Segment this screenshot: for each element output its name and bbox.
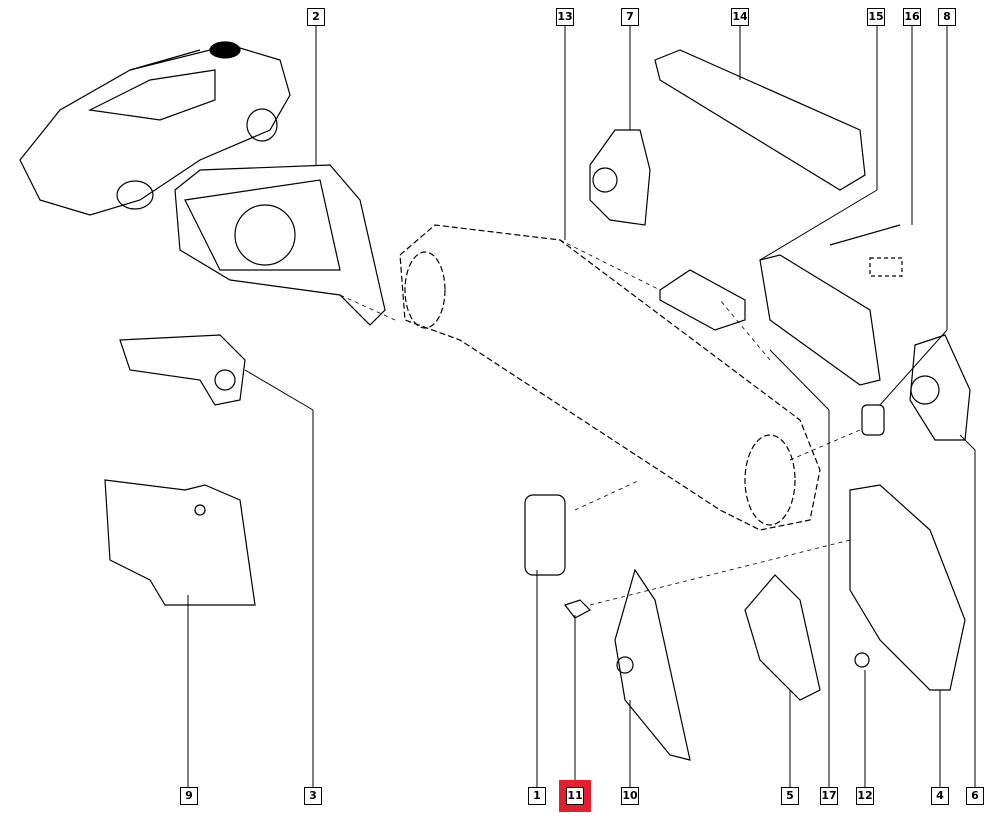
callout-part-4[interactable]: 4: [931, 787, 949, 805]
callout-part-12[interactable]: 12: [856, 787, 874, 805]
part-16-screw: [829, 224, 903, 277]
part-1-reflector: [524, 494, 566, 576]
part-11-clip: [564, 599, 591, 619]
car-illustration: [19, 41, 291, 216]
callout-part-2[interactable]: 2: [307, 8, 325, 26]
callout-part-17[interactable]: 17: [820, 787, 838, 805]
part-9-panel: [104, 479, 256, 606]
callout-part-5[interactable]: 5: [781, 787, 799, 805]
part-3-bulb-holder: [119, 334, 246, 406]
callout-part-8[interactable]: 8: [938, 8, 956, 26]
callout-part-1[interactable]: 1: [528, 787, 546, 805]
callout-part-13[interactable]: 13: [556, 8, 574, 26]
bumper-body: [399, 224, 821, 531]
part-5-bulb-holder: [744, 574, 821, 701]
part-7-lamp: [589, 129, 651, 226]
part-10-panel: [614, 568, 691, 761]
callout-part-6[interactable]: 6: [966, 787, 984, 805]
part-12-nut: [854, 652, 870, 668]
callout-part-3[interactable]: 3: [304, 787, 322, 805]
callout-part-16[interactable]: 16: [903, 8, 921, 26]
part-14-third-brake-light: [654, 49, 866, 191]
callout-part-9[interactable]: 9: [180, 787, 198, 805]
part-8-bulb: [861, 404, 885, 436]
callout-part-10[interactable]: 10: [621, 787, 639, 805]
part-15-plate: [759, 254, 881, 386]
part-4-tail-lamp: [849, 484, 966, 691]
callout-part-14[interactable]: 14: [731, 8, 749, 26]
part-2-lamp: [174, 164, 386, 326]
callout-part-11-highlighted[interactable]: 11: [559, 780, 591, 812]
part-6-side-lamp: [909, 334, 971, 441]
callout-part-7[interactable]: 7: [621, 8, 639, 26]
callout-part-15[interactable]: 15: [867, 8, 885, 26]
part-13-plate-light: [659, 269, 746, 331]
